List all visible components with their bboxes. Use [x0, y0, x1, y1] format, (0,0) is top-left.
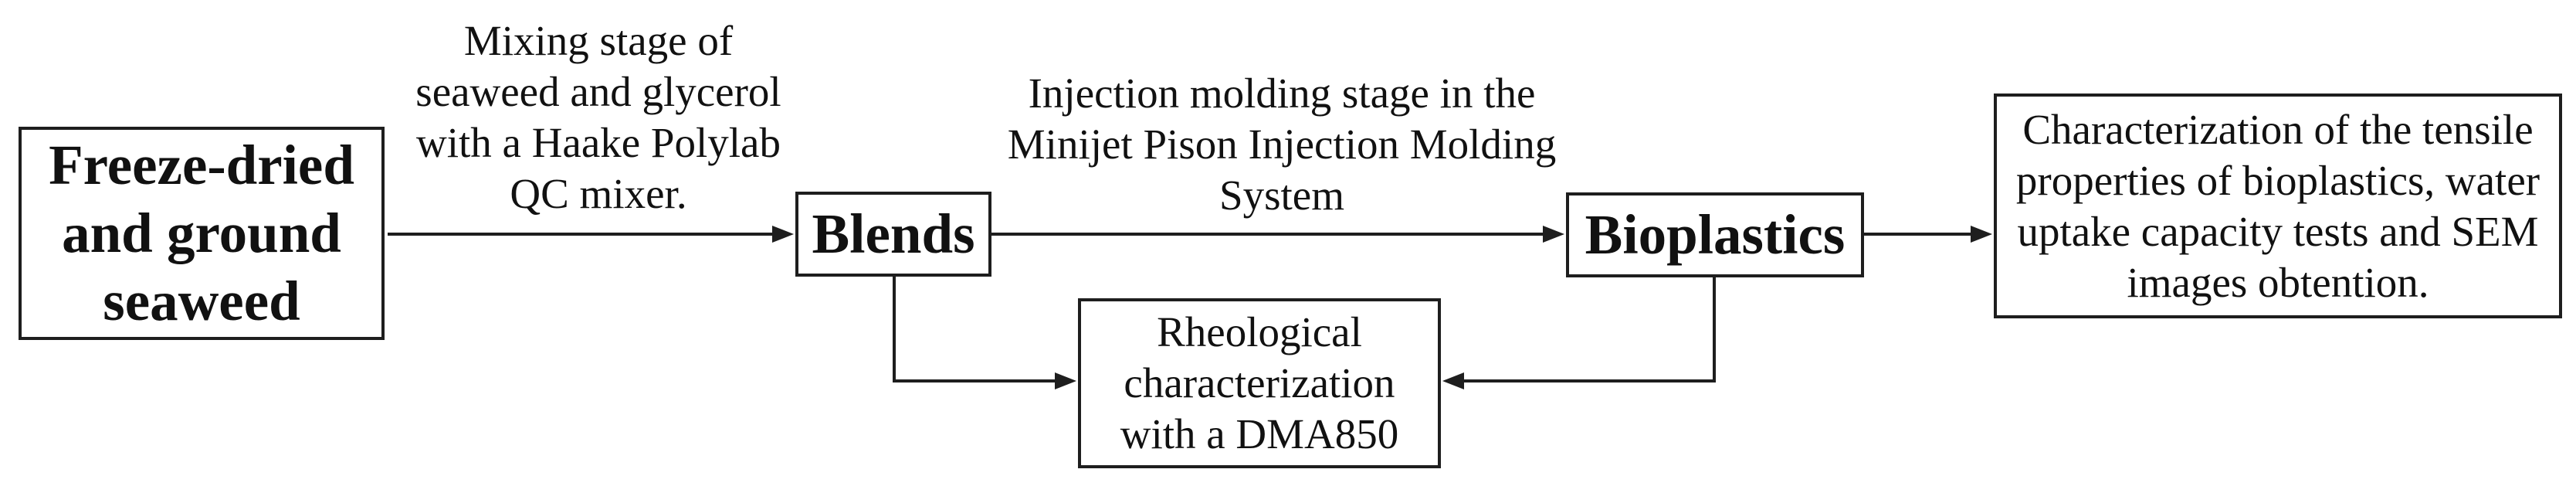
arrow-bioplastics-to-characterization: [1864, 226, 1992, 243]
node-freeze-dried-seaweed: Freeze-dried and ground seaweed: [19, 127, 385, 340]
arrow-blends-to-rheology: [893, 277, 1076, 389]
node-bioplastics: Bioplastics: [1566, 192, 1864, 277]
arrowhead-right-icon: [1055, 372, 1076, 389]
edge-label-line: Mixing stage of: [463, 17, 734, 64]
arrowhead-right-icon: [1971, 226, 1992, 243]
node-characterization: Characterization of the tensile properti…: [1994, 94, 2562, 318]
edge-label-line: System: [1219, 172, 1344, 219]
edge-label-line: with a Haake Polylab: [416, 119, 781, 166]
edge-label-line: QC mixer.: [510, 170, 687, 217]
node-text-line: properties of bioplastics, water: [2015, 156, 2540, 204]
arrow-seaweed-to-blends: [388, 226, 794, 243]
arrow-bioplastics-to-rheology: [1442, 277, 1716, 389]
arrowhead-right-icon: [1543, 226, 1564, 243]
edge-label-injection-molding-stage: Injection molding stage in the Minijet P…: [988, 68, 1575, 221]
node-text-line: and ground: [62, 202, 341, 264]
node-text-line: Rheological: [1157, 308, 1362, 355]
node-blends: Blends: [795, 192, 991, 277]
arrowhead-left-icon: [1442, 372, 1464, 389]
arrowhead-right-icon: [772, 226, 794, 243]
node-text-line: with a DMA850: [1120, 410, 1399, 457]
node-text-line: Freeze-dried: [49, 134, 354, 196]
edge-label-mixing-stage: Mixing stage of seaweed and glycerol wit…: [359, 15, 838, 219]
node-text-line: characterization: [1124, 359, 1395, 406]
edge-label-line: Injection molding stage in the: [1028, 70, 1536, 117]
node-text-line: Characterization of the tensile: [2022, 105, 2534, 153]
arrow-blends-to-bioplastics: [991, 226, 1564, 243]
node-text-line: Bioplastics: [1585, 203, 1846, 266]
edge-label-line: Minijet Pison Injection Molding: [1007, 121, 1557, 168]
node-text-line: images obtention.: [2127, 258, 2429, 306]
node-text-line: seaweed: [103, 270, 300, 332]
node-text-line: uptake capacity tests and SEM: [2017, 207, 2539, 255]
node-text-line: Blends: [812, 202, 975, 265]
edge-label-line: seaweed and glycerol: [415, 68, 781, 115]
node-rheological-characterization: Rheological characterization with a DMA8…: [1078, 298, 1441, 468]
